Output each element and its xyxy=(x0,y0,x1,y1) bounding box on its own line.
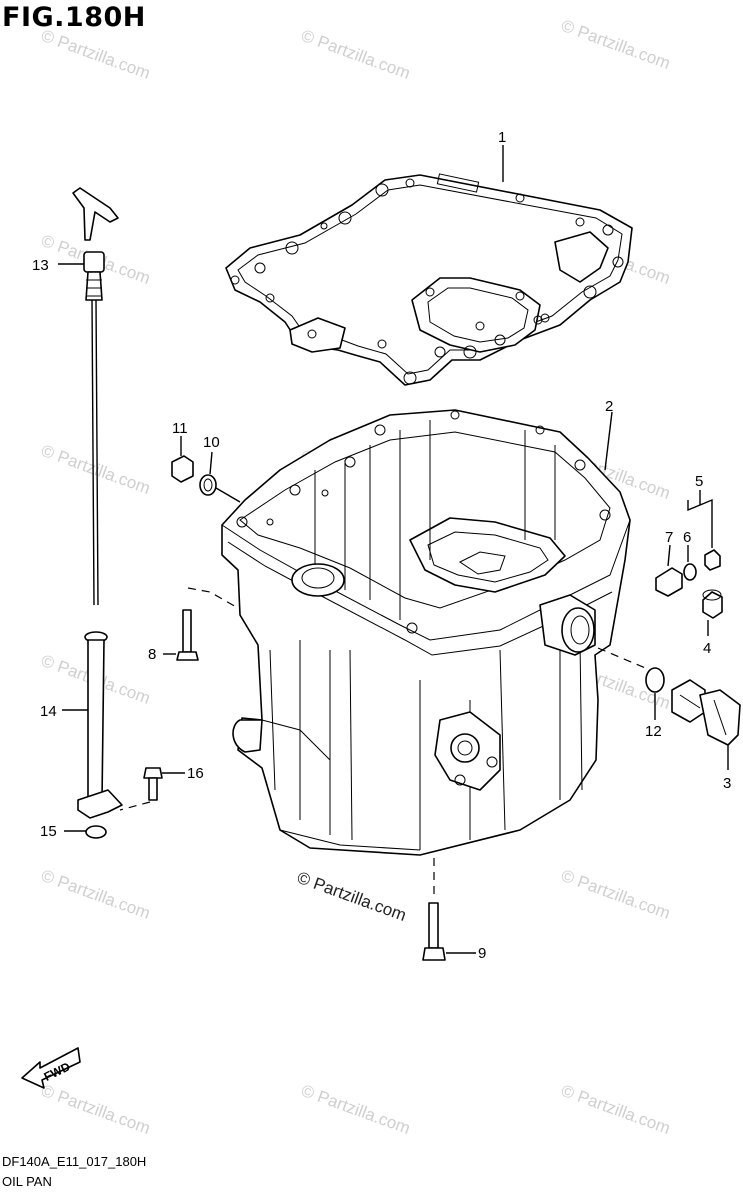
watermark: © Partzilla.com xyxy=(39,866,153,923)
part-bolt-16 xyxy=(119,767,185,811)
callout-16: 16 xyxy=(187,765,204,782)
part-guide-tube-14 xyxy=(62,631,123,819)
watermark: © Partzilla.com xyxy=(559,16,673,73)
part-drain-plug xyxy=(671,679,741,770)
part-gasket xyxy=(225,145,633,386)
callout-13: 13 xyxy=(32,257,49,274)
callout-7: 7 xyxy=(665,529,673,546)
watermark: © Partzilla.com xyxy=(39,441,153,498)
callout-8: 8 xyxy=(148,646,156,663)
callout-5: 5 xyxy=(695,473,703,490)
watermark: © Partzilla.com xyxy=(39,1081,153,1138)
callout-11: 11 xyxy=(172,420,188,437)
callout-14: 14 xyxy=(40,703,57,720)
part-dipstick-13 xyxy=(58,187,119,606)
callout-3: 3 xyxy=(723,775,731,792)
part-oring-15 xyxy=(64,825,107,839)
callout-1: 1 xyxy=(498,129,506,146)
fwd-arrow-icon: FWD xyxy=(21,1047,81,1089)
callout-15: 15 xyxy=(40,823,57,840)
watermark: © Partzilla.com xyxy=(559,1081,673,1138)
figure-title: FIG.180H xyxy=(2,2,146,33)
part-cap xyxy=(702,589,723,636)
part-oring-12 xyxy=(597,647,665,720)
callout-6: 6 xyxy=(683,529,691,546)
watermark: © Partzilla.com xyxy=(299,26,413,83)
part-bolt-9 xyxy=(422,858,476,961)
watermark: © Partzilla.com xyxy=(299,1081,413,1138)
callout-4: 4 xyxy=(703,640,711,657)
part-plug-set xyxy=(655,490,721,597)
watermark: © Partzilla.com xyxy=(559,866,673,923)
figure-code: DF140A_E11_017_180H xyxy=(2,1154,147,1169)
watermark: © Partzilla.com xyxy=(39,26,153,83)
part-bolt-8 xyxy=(163,587,239,661)
figure-name: OIL PAN xyxy=(2,1174,52,1189)
callout-10: 10 xyxy=(203,434,220,451)
callout-9: 9 xyxy=(478,945,486,962)
callout-12: 12 xyxy=(645,723,662,740)
part-plug-11 xyxy=(171,436,194,483)
part-washer-10 xyxy=(199,451,241,503)
callouts: 1 2 3 4 5 6 7 8 9 10 11 12 13 14 15 16 xyxy=(32,129,731,962)
watermark-main: © Partzilla.com xyxy=(295,868,409,925)
callout-2: 2 xyxy=(605,398,613,415)
part-oil-pan xyxy=(221,409,631,856)
